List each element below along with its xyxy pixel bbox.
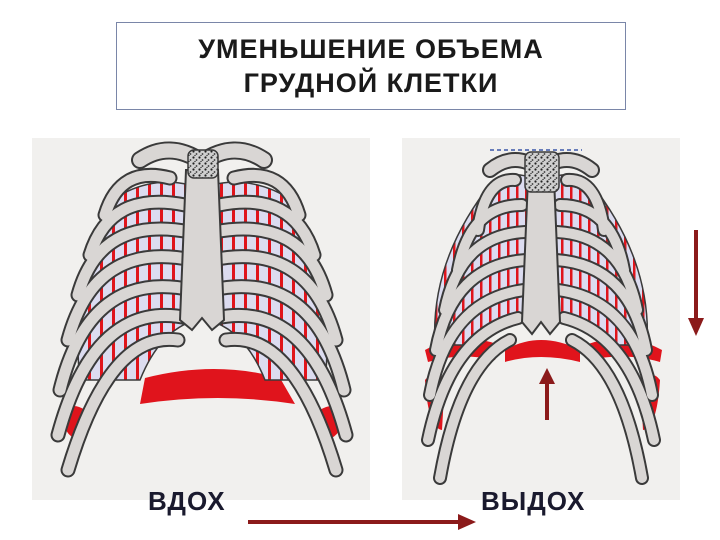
ribs-down-arrow: [688, 230, 704, 336]
transition-arrow: [248, 514, 476, 530]
inhale-diaphragm: [140, 369, 295, 404]
title-box: УМЕНЬШЕНИЕ ОБЪЕМА ГРУДНОЙ КЛЕТКИ: [116, 22, 626, 110]
title-line-2: ГРУДНОЙ КЛЕТКИ: [243, 68, 499, 98]
exhale-diaphragm: [505, 340, 580, 362]
inhale-vertebra: [187, 149, 219, 179]
inhale-sternum: [178, 169, 226, 332]
diaphragm-up-arrow: [539, 368, 555, 420]
title-line-1: УМЕНЬШЕНИЕ ОБЪЕМА: [198, 34, 544, 64]
exhale-sternum: [520, 177, 562, 336]
exhale-rib-cage: [402, 138, 680, 500]
exhale-label: ВЫДОХ: [481, 486, 586, 516]
inhale-rib-cage: [32, 138, 370, 500]
inhale-label: ВДОХ: [148, 486, 226, 516]
exhale-vertebra: [524, 151, 560, 193]
